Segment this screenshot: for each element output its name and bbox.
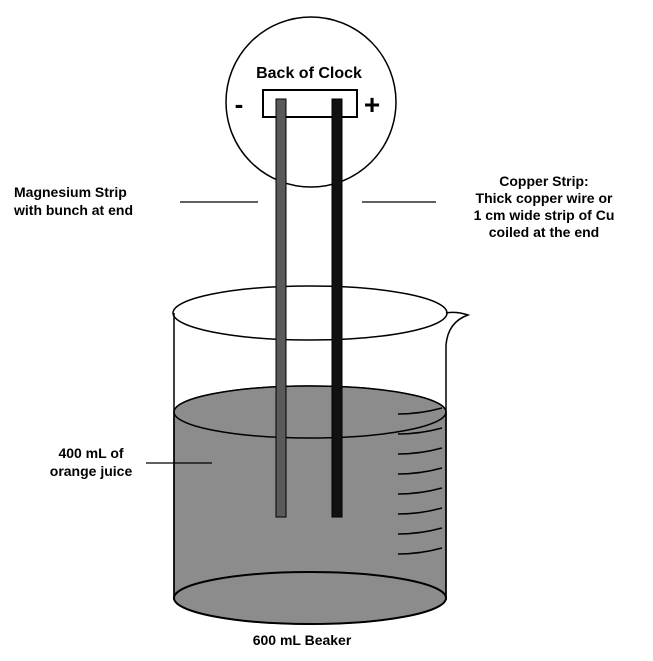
beaker-bottom	[173, 571, 447, 625]
negative-terminal-symbol: -	[235, 89, 244, 119]
copper-strip	[331, 98, 343, 518]
beaker-label: 600 mL Beaker	[253, 632, 352, 648]
beaker	[173, 311, 471, 600]
magnesium-label: Magnesium Strip with bunch at end	[13, 184, 133, 218]
beaker-rim	[172, 285, 448, 341]
magnesium-label-line2: with bunch at end	[13, 202, 133, 218]
copper-label-line1: Copper Strip:	[499, 173, 588, 189]
copper-label: Copper Strip: Thick copper wire or 1 cm …	[474, 173, 615, 240]
juice-label-line1: 400 mL of	[58, 445, 123, 461]
graduation-marks	[397, 407, 443, 555]
copper-label-line2: Thick copper wire or	[476, 190, 613, 206]
magnesium-strip	[275, 98, 287, 518]
clock-title: Back of Clock	[256, 65, 362, 82]
juice-surface	[173, 385, 447, 439]
juice-label-line2: orange juice	[50, 463, 133, 479]
juice-label: 400 mL of orange juice	[50, 445, 133, 479]
copper-label-line3: 1 cm wide strip of Cu	[474, 207, 615, 223]
clock: Back of Clock - +	[225, 16, 397, 188]
copper-label-line4: coiled at the end	[489, 224, 599, 240]
positive-terminal-symbol: +	[364, 89, 380, 120]
magnesium-label-line1: Magnesium Strip	[14, 184, 127, 200]
